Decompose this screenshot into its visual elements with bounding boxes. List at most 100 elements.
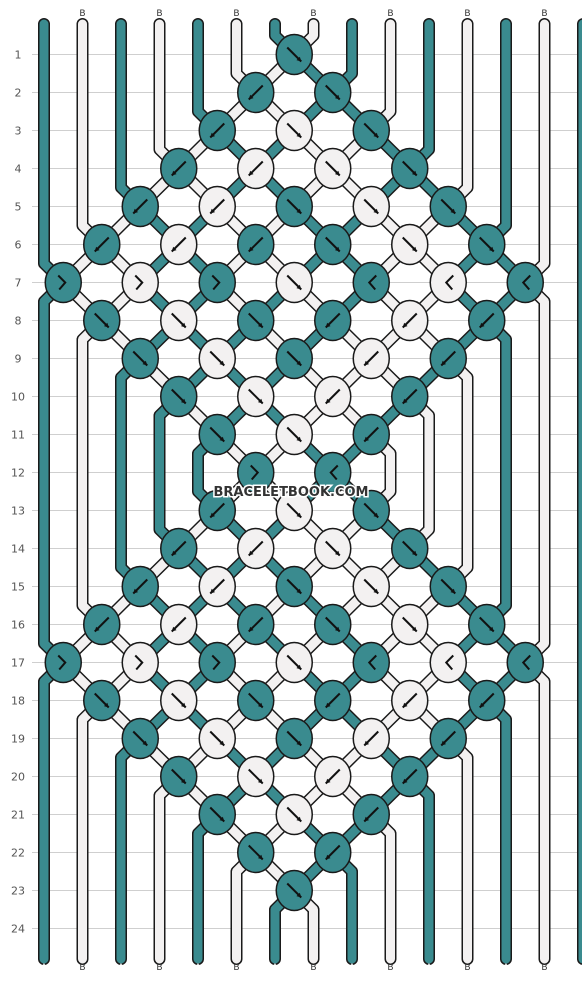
knot[interactable]: [391, 527, 429, 570]
knot[interactable]: [198, 413, 236, 456]
knot[interactable]: [237, 451, 275, 494]
knot[interactable]: [121, 261, 159, 304]
knot[interactable]: [275, 869, 313, 912]
knot[interactable]: [352, 109, 390, 152]
knot[interactable]: [314, 527, 352, 570]
knot[interactable]: [160, 223, 198, 266]
knot[interactable]: [198, 185, 236, 228]
knot[interactable]: [160, 527, 198, 570]
knot-arrowhead-icon: [296, 56, 302, 62]
knot[interactable]: [314, 299, 352, 342]
knot[interactable]: [352, 261, 390, 304]
knot[interactable]: [352, 641, 390, 684]
string-label-top: B: [79, 9, 85, 19]
knot[interactable]: [352, 413, 390, 456]
knot[interactable]: [160, 755, 198, 798]
knot[interactable]: [275, 33, 313, 76]
knot[interactable]: [237, 755, 275, 798]
knot[interactable]: [391, 375, 429, 418]
knot[interactable]: [314, 147, 352, 190]
knot[interactable]: [160, 603, 198, 646]
knot[interactable]: [352, 717, 390, 760]
knot[interactable]: [429, 717, 467, 760]
knot[interactable]: [121, 641, 159, 684]
knot[interactable]: [237, 147, 275, 190]
knot[interactable]: [468, 223, 506, 266]
string-label-bottom: A: [349, 963, 356, 973]
knot[interactable]: [83, 679, 121, 722]
knot[interactable]: [314, 451, 352, 494]
knot[interactable]: [352, 793, 390, 836]
knot[interactable]: [352, 565, 390, 608]
knot[interactable]: [237, 299, 275, 342]
knot[interactable]: [121, 337, 159, 380]
knot[interactable]: [237, 71, 275, 114]
knot[interactable]: [275, 717, 313, 760]
knot[interactable]: [275, 489, 313, 532]
knot[interactable]: [275, 413, 313, 456]
knot[interactable]: [391, 147, 429, 190]
knot[interactable]: [198, 565, 236, 608]
knot[interactable]: [275, 641, 313, 684]
knot[interactable]: [237, 831, 275, 874]
knot[interactable]: [83, 223, 121, 266]
knot[interactable]: [468, 679, 506, 722]
knot[interactable]: [506, 641, 544, 684]
knot-arrowhead-icon: [210, 208, 216, 214]
knot[interactable]: [275, 337, 313, 380]
knot[interactable]: [83, 299, 121, 342]
string-label-top: A: [503, 9, 510, 19]
knot[interactable]: [506, 261, 544, 304]
knot[interactable]: [352, 337, 390, 380]
knot[interactable]: [44, 261, 82, 304]
knot[interactable]: [160, 299, 198, 342]
knot[interactable]: [160, 679, 198, 722]
knot[interactable]: [429, 565, 467, 608]
knot[interactable]: [391, 603, 429, 646]
knot[interactable]: [314, 223, 352, 266]
knot[interactable]: [275, 185, 313, 228]
knot[interactable]: [160, 375, 198, 418]
knot[interactable]: [275, 109, 313, 152]
knot[interactable]: [429, 337, 467, 380]
knot[interactable]: [198, 261, 236, 304]
knot[interactable]: [391, 755, 429, 798]
knot[interactable]: [314, 375, 352, 418]
knot[interactable]: [429, 641, 467, 684]
knot[interactable]: [429, 185, 467, 228]
knot[interactable]: [121, 185, 159, 228]
knot[interactable]: [237, 603, 275, 646]
knot[interactable]: [275, 261, 313, 304]
knot[interactable]: [468, 603, 506, 646]
knot[interactable]: [160, 147, 198, 190]
knot[interactable]: [314, 755, 352, 798]
knot[interactable]: [468, 299, 506, 342]
knot[interactable]: [198, 793, 236, 836]
knot[interactable]: [198, 489, 236, 532]
row-number-left: 4: [15, 163, 22, 176]
knot[interactable]: [198, 717, 236, 760]
knot[interactable]: [429, 261, 467, 304]
knot[interactable]: [391, 223, 429, 266]
knot[interactable]: [314, 603, 352, 646]
knot[interactable]: [121, 717, 159, 760]
knot[interactable]: [237, 527, 275, 570]
knot[interactable]: [352, 489, 390, 532]
knot[interactable]: [391, 299, 429, 342]
knot[interactable]: [121, 565, 159, 608]
knot[interactable]: [198, 109, 236, 152]
knot[interactable]: [237, 679, 275, 722]
knot[interactable]: [44, 641, 82, 684]
knot[interactable]: [314, 71, 352, 114]
knot[interactable]: [275, 565, 313, 608]
knot[interactable]: [83, 603, 121, 646]
knot[interactable]: [198, 641, 236, 684]
knot[interactable]: [352, 185, 390, 228]
knot[interactable]: [275, 793, 313, 836]
knot[interactable]: [314, 831, 352, 874]
knot[interactable]: [314, 679, 352, 722]
knot[interactable]: [237, 375, 275, 418]
knot[interactable]: [198, 337, 236, 380]
knot[interactable]: [391, 679, 429, 722]
knot[interactable]: [237, 223, 275, 266]
